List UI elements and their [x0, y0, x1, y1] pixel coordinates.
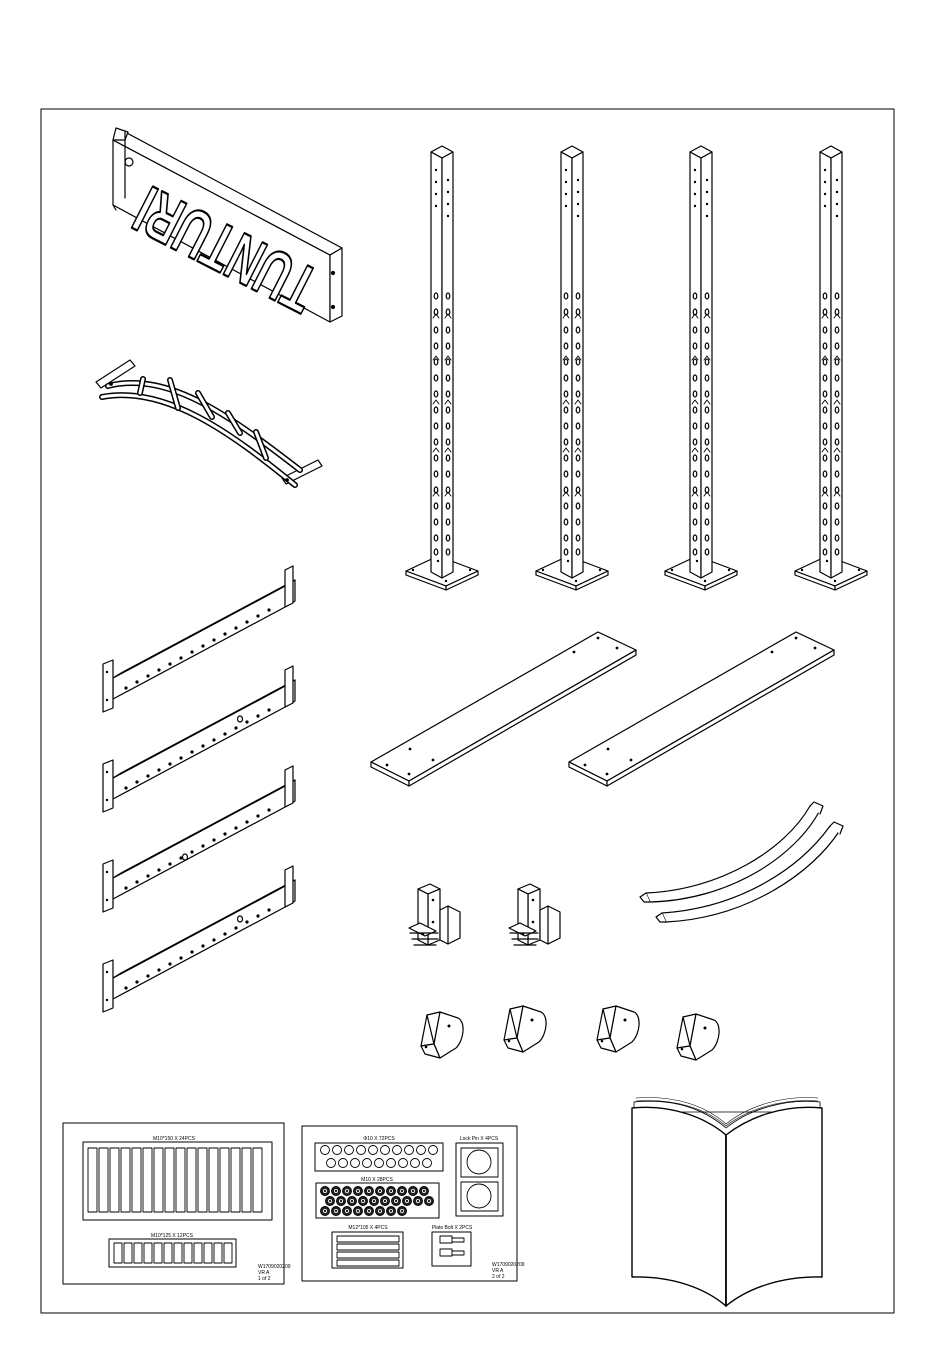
hardware-bag-1: M10*150 X 24PCS M10*125 X 12PCS — [63, 1123, 291, 1284]
upright — [406, 146, 478, 590]
j-hooks — [409, 884, 560, 945]
floor-plates — [371, 632, 834, 786]
small-bracket — [421, 1012, 463, 1058]
bag2-label-lockpin: Lock Pin X 4PCS — [460, 1136, 499, 1142]
bag1-label-top: M10*150 X 24PCS — [153, 1136, 196, 1142]
bag1-label-bottom: M10*125 X 12PCS — [151, 1233, 194, 1239]
crossmember-beams — [103, 566, 295, 1012]
curved-strap — [646, 806, 820, 902]
bag2-page: 2 of 2 — [492, 1274, 505, 1280]
crossmember-beam — [103, 566, 295, 712]
uprights — [406, 146, 867, 590]
j-hook — [409, 884, 460, 945]
bag2-label-bolts: M12*105 X 4PCS — [348, 1225, 388, 1231]
open-manual-book — [632, 1098, 822, 1306]
curved-straps — [640, 802, 843, 922]
multigrip-pullup-bar — [96, 360, 322, 485]
bag2-label-nuts: M10 X 28PCS — [361, 1177, 393, 1183]
hardware-bag-2: Φ10 X 72PCS M10 X 28PCS — [302, 1126, 525, 1281]
bag2-label-washers: Φ10 X 72PCS — [363, 1136, 395, 1142]
logo-crossbar: TUNTURI — [113, 128, 342, 326]
bag2-label-platebolt: Plate Bolt X 2PCS — [432, 1225, 473, 1231]
bag1-page: 1 of 2 — [258, 1276, 271, 1282]
small-brackets — [421, 1006, 719, 1060]
